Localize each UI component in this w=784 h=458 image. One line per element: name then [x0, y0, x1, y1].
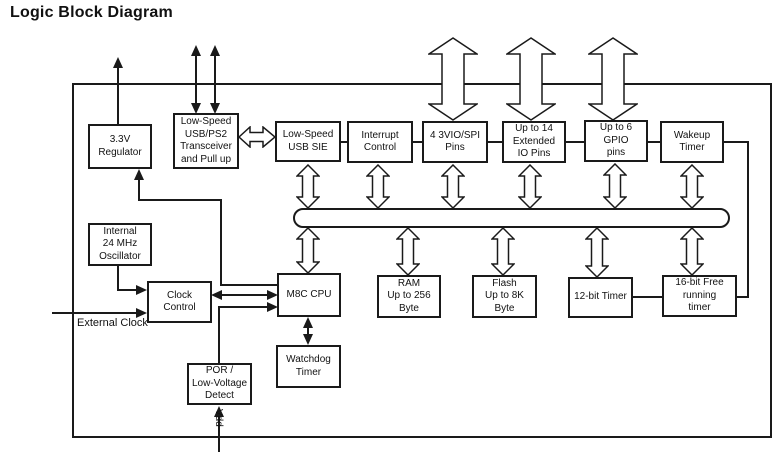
- connector-line: [138, 179, 140, 201]
- connector-line: [307, 327, 309, 336]
- arrowhead-up: [210, 45, 220, 56]
- bus-arrow-up: [680, 164, 704, 209]
- connector-line: [117, 68, 119, 124]
- connector-line: [218, 414, 220, 452]
- system-bus: [293, 208, 730, 228]
- arrowhead-down: [303, 334, 313, 345]
- block-clock-control: Clock Control: [147, 281, 212, 323]
- block-watchdog-timer: Watchdog Timer: [276, 345, 341, 388]
- arrowhead-right: [267, 302, 278, 312]
- connector-line: [218, 306, 269, 308]
- block-12bit-timer: 12-bit Timer: [568, 277, 633, 318]
- connector-line: [138, 199, 222, 201]
- bus-arrow-down: [491, 227, 515, 276]
- arrowhead-right: [136, 308, 147, 318]
- connector-line: [117, 289, 138, 291]
- connector-line: [631, 296, 663, 298]
- block-gpio-pins: Up to 6 GPIO pins: [584, 120, 648, 162]
- block-3v3-regulator: 3.3V Regulator: [88, 124, 152, 169]
- block-interrupt-control: Interrupt Control: [347, 121, 413, 163]
- chip-boundary: [72, 83, 772, 438]
- bus-arrow-up: [518, 164, 542, 209]
- bus-arrow-down: [296, 227, 320, 274]
- block-ram: RAM Up to 256 Byte: [377, 275, 441, 318]
- arrowhead-up: [134, 169, 144, 180]
- arrowhead-left: [211, 290, 222, 300]
- vdd-label: Vdd: [213, 409, 224, 427]
- block-24mhz-oscillator: Internal 24 MHz Oscillator: [88, 223, 152, 266]
- connector-line: [52, 312, 138, 314]
- arrowhead-right: [267, 290, 278, 300]
- block-extended-io-pins: Up to 14 Extended IO Pins: [502, 121, 566, 163]
- external-pins-arrow: [428, 37, 478, 121]
- bus-arrow-up: [296, 164, 320, 209]
- block-usb-sie: Low-Speed USB SIE: [275, 121, 341, 162]
- external-pins-arrow: [506, 37, 556, 121]
- block-16bit-free-running-timer: 16-bit Free running timer: [662, 275, 737, 317]
- bus-arrow-down: [396, 227, 420, 276]
- connector-line: [117, 265, 119, 291]
- block-m8c-cpu: M8C CPU: [277, 273, 341, 317]
- block-wakeup-timer: Wakeup Timer: [660, 121, 724, 163]
- bus-arrow-up: [603, 163, 627, 209]
- arrowhead-up: [214, 406, 224, 417]
- arrowhead-up: [303, 317, 313, 328]
- arrowhead-right: [136, 285, 147, 295]
- connector-line: [220, 294, 269, 296]
- connector-line: [735, 296, 749, 298]
- connector-line: [747, 141, 749, 298]
- connector-line: [722, 141, 749, 143]
- bus-arrow-up: [441, 164, 465, 209]
- connector-line: [646, 141, 661, 143]
- bus-arrow-down: [585, 227, 609, 278]
- arrowhead-down: [210, 103, 220, 114]
- arrowhead-up: [113, 57, 123, 68]
- connector-line: [411, 141, 423, 143]
- bus-arrow-up: [366, 164, 390, 209]
- connector-line: [340, 141, 348, 143]
- external-pins-arrow: [588, 37, 638, 121]
- connector-line: [220, 199, 222, 286]
- page-title: Logic Block Diagram: [10, 4, 173, 21]
- block-flash: Flash Up to 8K Byte: [472, 275, 537, 318]
- transceiver-sie-arrow: [238, 126, 276, 148]
- connector-line: [195, 55, 197, 104]
- connector-line: [214, 55, 216, 104]
- connector-line: [220, 284, 278, 286]
- external-clock-label: External Clock: [77, 317, 148, 329]
- arrowhead-up: [191, 45, 201, 56]
- block-por-lvd: POR / Low-Voltage Detect: [187, 363, 252, 405]
- bus-arrow-down: [680, 227, 704, 276]
- block-usb-ps2-transceiver: Low-Speed USB/PS2 Transceiver and Pull u…: [173, 113, 239, 169]
- block-vio-spi-pins: 4 3VIO/SPI Pins: [422, 121, 488, 163]
- connector-line: [486, 141, 503, 143]
- connector-line: [218, 306, 220, 363]
- connector-line: [564, 141, 585, 143]
- arrowhead-down: [191, 103, 201, 114]
